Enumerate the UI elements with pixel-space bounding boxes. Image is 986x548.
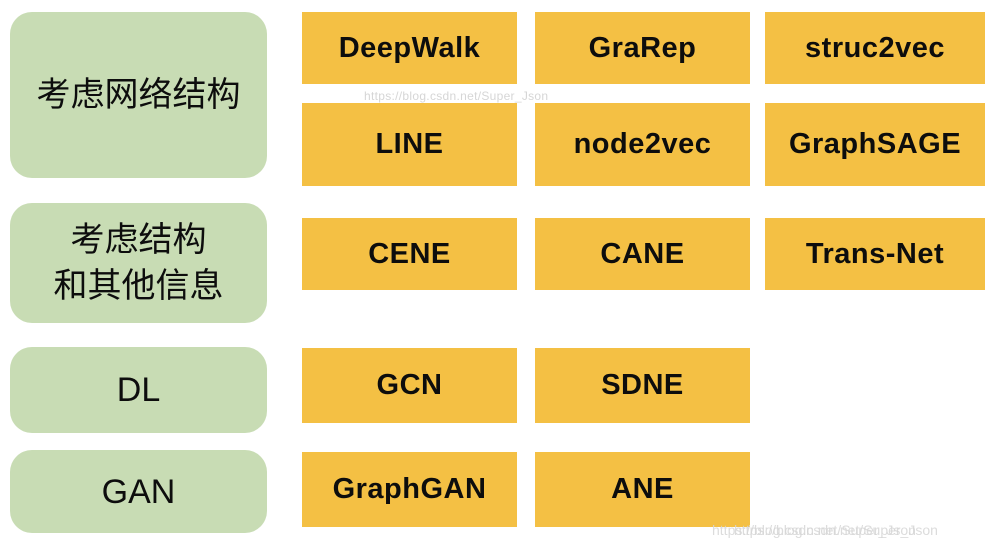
method-box-deepwalk: DeepWalk xyxy=(302,12,517,84)
category-label-line2: 和其他信息 xyxy=(53,267,224,305)
category-label: 考虑网络结构 xyxy=(36,76,241,114)
category-box-dl: DL xyxy=(10,347,267,433)
method-box-graphsage: GraphSAGE xyxy=(765,103,985,186)
method-box-cane: CANE xyxy=(535,218,750,290)
category-box-structure-and-other-info: 考虑结构 和其他信息 xyxy=(10,203,267,323)
watermark-bottom: https://blog.csdn.net/Super_Json https:/… xyxy=(712,522,986,542)
category-label: DL xyxy=(116,371,161,409)
method-box-trans-net: Trans-Net xyxy=(765,218,985,290)
method-box-cene: CENE xyxy=(302,218,517,290)
category-label: GAN xyxy=(101,472,176,511)
watermark-top: https://blog.csdn.net/Super_Json xyxy=(364,89,549,103)
method-box-grarep: GraRep xyxy=(535,12,750,84)
method-box-gcn: GCN xyxy=(302,348,517,423)
method-box-ane: ANE xyxy=(535,452,750,527)
method-box-node2vec: node2vec xyxy=(535,103,750,186)
method-box-line: LINE xyxy=(302,103,517,186)
category-box-gan: GAN xyxy=(10,450,267,533)
category-box-network-structure: 考虑网络结构 xyxy=(10,12,267,178)
category-label-line1: 考虑结构 xyxy=(70,221,207,259)
method-box-struc2vec: struc2vec xyxy=(765,12,985,84)
method-box-graphgan: GraphGAN xyxy=(302,452,517,527)
method-box-sdne: SDNE xyxy=(535,348,750,423)
watermark-bottom-copy: https://blog.csdn.net/Super_Json xyxy=(734,522,938,538)
